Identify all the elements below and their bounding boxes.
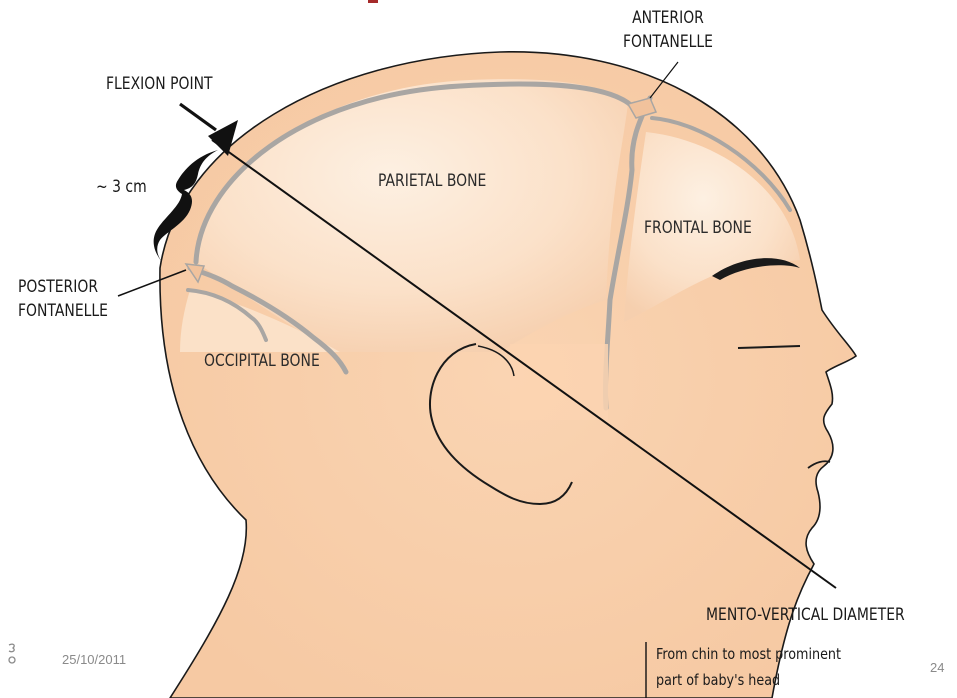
label-anterior-line2: FONTANELLE bbox=[611, 30, 726, 54]
label-flexion-point: FLEXION POINT bbox=[106, 73, 213, 96]
label-occipital-bone: OCCIPITAL BONE bbox=[204, 350, 320, 373]
label-anterior-fontanelle: ANTERIOR FONTANELLE bbox=[611, 6, 726, 54]
label-parietal-bone: PARIETAL BONE bbox=[378, 170, 486, 193]
label-posterior-fontanelle: POSTERIOR FONTANELLE bbox=[18, 275, 108, 323]
highlight-patch bbox=[510, 344, 608, 420]
caption-line1: From chin to most prominent bbox=[656, 643, 841, 666]
institution-logo-icon bbox=[7, 641, 19, 665]
footer-date: 25/10/2011 bbox=[62, 652, 126, 667]
label-anterior-line1: ANTERIOR bbox=[611, 6, 726, 30]
flexion-arrow-shaft bbox=[180, 104, 216, 130]
label-posterior-line2: FONTANELLE bbox=[18, 299, 108, 323]
page-number: 24 bbox=[930, 660, 944, 675]
label-distance: ~ 3 cm bbox=[96, 176, 147, 199]
label-mento-vertical-diameter: MENTO-VERTICAL DIAMETER bbox=[706, 604, 905, 627]
caption-line2: part of baby's head bbox=[656, 669, 780, 692]
label-frontal-bone: FRONTAL BONE bbox=[644, 217, 752, 240]
label-posterior-line1: POSTERIOR bbox=[18, 275, 108, 299]
